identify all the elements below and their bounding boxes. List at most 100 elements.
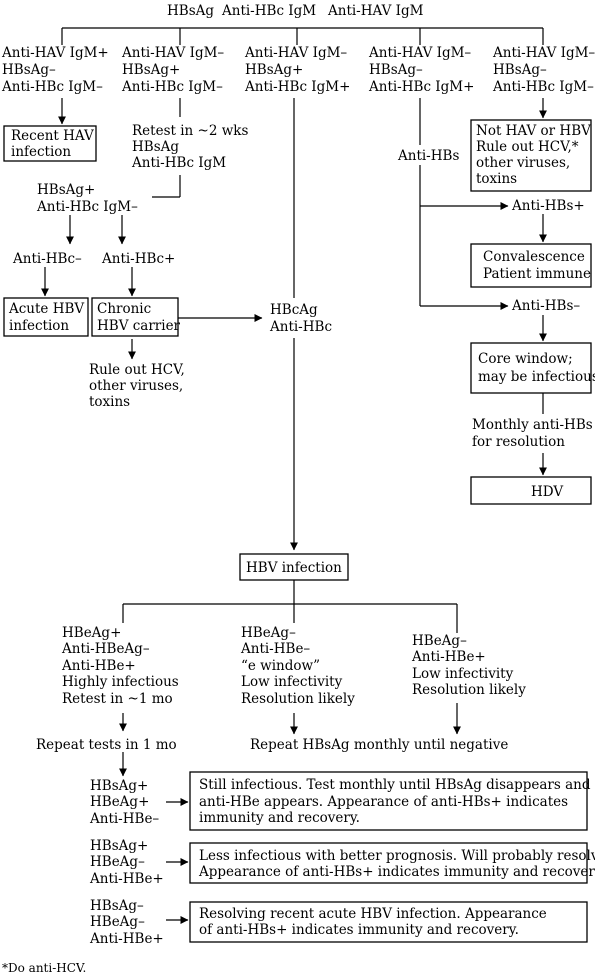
repeat-tests-label: Repeat tests in 1 mo — [36, 737, 177, 753]
svg-text:Still infectious. Test monthly: Still infectious. Test monthly until HBs… — [199, 777, 591, 793]
result-1-markers: HBsAg+ HBeAg+ Anti-HBe– — [89, 778, 159, 827]
svg-text:Anti-HBe+: Anti-HBe+ — [89, 871, 164, 887]
svg-text:Anti-HBe–: Anti-HBe– — [89, 811, 159, 827]
svg-text:infection: infection — [9, 318, 69, 334]
svg-text:Anti-HBc IgM–: Anti-HBc IgM– — [1, 79, 103, 95]
svg-text:Anti-HAV IgM–: Anti-HAV IgM– — [121, 45, 224, 61]
svg-text:may be infectious: may be infectious — [478, 369, 595, 385]
acute-hbv-box — [3, 297, 89, 337]
svg-text:Anti-HBc IgM–: Anti-HBc IgM– — [36, 199, 138, 215]
rule-out-left-label: Rule out HCV, other viruses, toxins — [89, 362, 185, 410]
header-test-anti-hbc-igm: Anti-HBc IgM — [221, 3, 316, 19]
svg-text:immunity and recovery.: immunity and recovery. — [199, 810, 360, 826]
svg-text:HBsAg+: HBsAg+ — [90, 838, 148, 854]
svg-text:Patient immune: Patient immune — [483, 266, 591, 282]
boxes — [3, 119, 592, 943]
column-4-profile: Anti-HAV IgM– HBsAg– Anti-HBc IgM+ — [368, 45, 474, 95]
svg-text:Low infectivity: Low infectivity — [241, 674, 343, 690]
result-box-3 — [189, 901, 588, 943]
column-3-profile: Anti-HAV IgM– HBsAg+ Anti-HBc IgM+ — [244, 45, 350, 95]
svg-text:Anti-HBeAg–: Anti-HBeAg– — [61, 641, 150, 657]
svg-text:HBeAg+: HBeAg+ — [62, 625, 121, 641]
not-hav-hbv-box — [470, 119, 592, 192]
svg-text:infection: infection — [11, 144, 71, 160]
convalescence-box — [470, 243, 592, 288]
anti-hbs-label: Anti-HBs — [397, 148, 459, 164]
svg-text:Retest in ~2 wks: Retest in ~2 wks — [132, 123, 248, 139]
svg-text:Rule out HCV,: Rule out HCV, — [89, 362, 185, 378]
svg-text:HBV carrier: HBV carrier — [97, 318, 181, 334]
svg-text:Rule out HCV,*: Rule out HCV,* — [476, 139, 579, 155]
svg-text:toxins: toxins — [476, 171, 517, 187]
repeat-hbsag-label: Repeat HBsAg monthly until negative — [250, 737, 508, 753]
svg-text:Highly infectious: Highly infectious — [62, 674, 179, 690]
svg-text:HBsAg+: HBsAg+ — [245, 62, 303, 78]
column-2-profile: Anti-HAV IgM– HBsAg+ Anti-HBc IgM– — [121, 45, 224, 95]
result-1-text: Still infectious. Test monthly until HBs… — [199, 777, 591, 826]
svg-text:anti-HBe appears. Appearance o: anti-HBe appears. Appearance of anti-HBs… — [199, 794, 568, 810]
result-3-text: Resolving recent acute HBV infection. Ap… — [199, 906, 547, 938]
anti-hbc-positive-label: Anti-HBc+ — [101, 251, 175, 267]
svg-text:Core window;: Core window; — [478, 351, 573, 367]
svg-text:“e window”: “e window” — [241, 658, 320, 674]
svg-text:HBsAg–: HBsAg– — [493, 62, 547, 78]
result-box-2 — [189, 842, 588, 884]
branch-left-label: HBeAg+ Anti-HBeAg– Anti-HBe+ Highly infe… — [61, 625, 179, 707]
svg-text:Resolution likely: Resolution likely — [412, 682, 526, 698]
column-1-profile: Anti-HAV IgM+ HBsAg– Anti-HBc IgM– — [1, 45, 109, 95]
core-window-label: Core window; may be infectious — [478, 351, 595, 385]
acute-hbv-label: Acute HBV infection — [8, 301, 84, 334]
svg-text:Anti-HBe+: Anti-HBe+ — [89, 931, 164, 947]
svg-text:Appearance of anti-HBs+ indica: Appearance of anti-HBs+ indicates immuni… — [198, 864, 595, 880]
result-box-1 — [189, 771, 588, 831]
not-hav-hbv-label: Not HAV or HBV Rule out HCV,* other viru… — [476, 123, 591, 187]
svg-text:Convalescence: Convalescence — [483, 249, 585, 265]
svg-text:Resolution likely: Resolution likely — [241, 691, 355, 707]
anti-hbs-negative-label: Anti-HBs– — [511, 298, 580, 314]
header-tests: HBsAg Anti-HBc IgM Anti-HAV IgM — [167, 3, 424, 19]
footnote: *Do anti-HCV. — [2, 961, 86, 975]
anti-hbs-positive-label: Anti-HBs+ — [511, 198, 585, 214]
core-window-box — [470, 342, 592, 394]
svg-text:Resolving recent acute HBV inf: Resolving recent acute HBV infection. Ap… — [199, 906, 547, 922]
hbv-infection-label: HBV infection — [246, 560, 342, 576]
svg-text:HBeAg+: HBeAg+ — [90, 794, 149, 810]
svg-text:Anti-HBe+: Anti-HBe+ — [411, 649, 486, 665]
monthly-anti-hbs-label: Monthly anti-HBs for resolution — [472, 417, 593, 450]
svg-text:other viruses,: other viruses, — [89, 378, 183, 394]
hdv-label: HDV — [531, 484, 563, 500]
svg-text:Anti-HBc IgM: Anti-HBc IgM — [131, 155, 226, 171]
header-test-anti-hav-igm: Anti-HAV IgM — [327, 3, 424, 19]
retest-label: Retest in ~2 wks HBsAg Anti-HBc IgM — [131, 123, 248, 171]
svg-text:HBsAg–: HBsAg– — [2, 62, 56, 78]
svg-text:HBeAg–: HBeAg– — [90, 854, 145, 870]
result-3-markers: HBsAg– HBeAg– Anti-HBe+ — [89, 898, 164, 947]
svg-text:Anti-HBc: Anti-HBc — [269, 319, 332, 335]
column-5-profile: Anti-HAV IgM– HBsAg– Anti-HBc IgM– — [492, 45, 595, 95]
hbsag-pos-igm-neg-label: HBsAg+ Anti-HBc IgM– — [36, 182, 138, 215]
svg-text:toxins: toxins — [89, 394, 130, 410]
svg-text:HBeAg–: HBeAg– — [412, 633, 467, 649]
svg-text:Anti-HAV IgM+: Anti-HAV IgM+ — [1, 45, 109, 61]
svg-text:other viruses,: other viruses, — [476, 155, 570, 171]
svg-text:Acute HBV: Acute HBV — [8, 301, 84, 317]
svg-text:Retest in ~1 mo: Retest in ~1 mo — [62, 691, 173, 707]
chronic-carrier-box — [91, 297, 179, 337]
svg-text:HBeAg–: HBeAg– — [241, 625, 296, 641]
branch-right-label: HBeAg– Anti-HBe+ Low infectivity Resolut… — [411, 633, 526, 698]
header-test-hbsag: HBsAg — [167, 3, 214, 19]
svg-text:of anti-HBs+ indicates immunit: of anti-HBs+ indicates immunity and reco… — [199, 922, 519, 938]
result-2-markers: HBsAg+ HBeAg– Anti-HBe+ — [89, 838, 164, 887]
svg-text:Anti-HBc IgM+: Anti-HBc IgM+ — [244, 79, 350, 95]
svg-text:Low infectivity: Low infectivity — [412, 666, 514, 682]
svg-text:Chronic: Chronic — [97, 301, 151, 317]
hbcag-label: HBcAg Anti-HBc — [269, 302, 332, 335]
svg-text:HBsAg–: HBsAg– — [90, 898, 144, 914]
recent-hav-box — [3, 125, 97, 162]
hdv-box — [470, 476, 592, 505]
svg-text:Anti-HBc IgM–: Anti-HBc IgM– — [492, 79, 594, 95]
svg-text:Anti-HAV IgM–: Anti-HAV IgM– — [492, 45, 595, 61]
svg-text:HBsAg+: HBsAg+ — [122, 62, 180, 78]
svg-text:Recent HAV: Recent HAV — [11, 128, 94, 144]
